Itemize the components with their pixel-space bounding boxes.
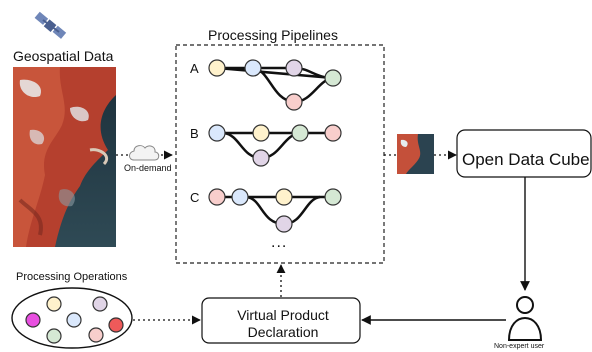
node-green — [291, 124, 309, 142]
operations-title: Processing Operations — [16, 271, 128, 283]
satellite-image — [13, 67, 116, 247]
node-purple — [285, 59, 303, 77]
pipeline-b-label: B — [190, 126, 199, 141]
pipeline-c-nodes — [208, 188, 342, 233]
pipeline-a — [216, 66, 334, 104]
node-purple — [275, 215, 293, 233]
node-yellow — [208, 59, 226, 77]
pipeline-b — [217, 131, 333, 160]
open-data-cube-label: Open Data Cube — [462, 150, 590, 169]
pipelines-box — [175, 44, 385, 264]
vpd-line2: Declaration — [247, 324, 319, 340]
node-blue — [244, 59, 262, 77]
node-blue — [208, 124, 226, 142]
node-green — [324, 69, 342, 87]
on-demand-label: On-demand — [124, 163, 172, 173]
node-yellow — [275, 188, 293, 206]
pipeline-a-nodes — [208, 59, 342, 111]
vpd-box — [201, 297, 361, 344]
node-blue — [231, 188, 249, 206]
cloud-icon — [129, 145, 160, 161]
pipelines-ellipsis: ... — [271, 234, 288, 251]
vpd-line1: Virtual Product — [237, 307, 329, 323]
vpd-label: Virtual Product Declaration — [220, 307, 346, 341]
pipeline-b-nodes — [208, 124, 342, 167]
geospatial-data-title: Geospatial Data — [13, 48, 114, 64]
node-green — [324, 188, 342, 206]
node-pink — [324, 124, 342, 142]
node-pink — [208, 188, 226, 206]
user-label: Non-expert user — [494, 343, 545, 350]
open-data-cube-box — [456, 129, 592, 178]
pipeline-a-label: A — [190, 61, 199, 76]
pipeline-c-label: C — [190, 190, 200, 205]
operations-nodes — [25, 296, 124, 344]
satellite-icon — [34, 11, 67, 39]
pipelines-title: Processing Pipelines — [208, 27, 338, 43]
user-icon — [507, 296, 543, 341]
node-yellow — [252, 124, 270, 142]
node-purple — [252, 149, 270, 167]
node-pink — [285, 93, 303, 111]
output-image — [397, 134, 434, 174]
